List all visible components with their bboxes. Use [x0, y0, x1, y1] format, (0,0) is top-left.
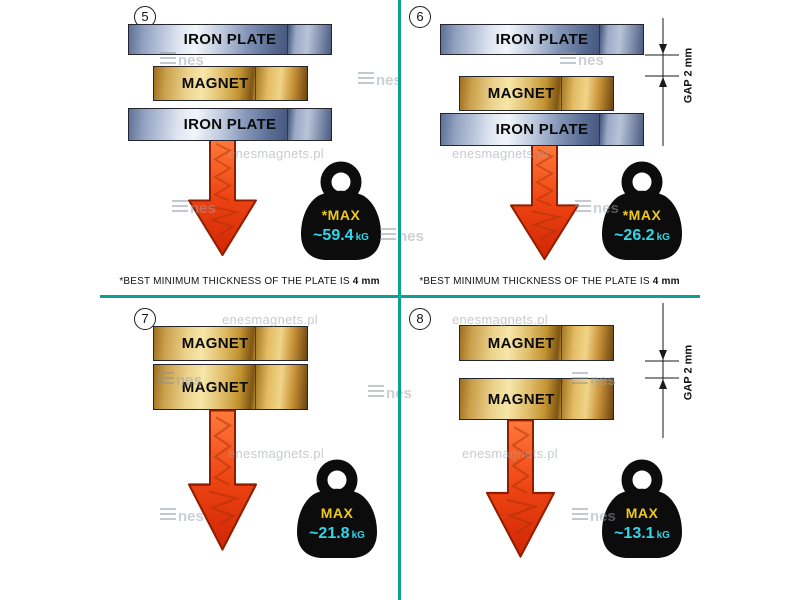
- watermark-site: enesmagnets.pl: [452, 146, 548, 161]
- enes-e-icon: [160, 52, 176, 67]
- pull-arrow-icon: [188, 409, 257, 551]
- note-text: *BEST MINIMUM THICKNESS OF THE PLATE IS: [419, 276, 650, 287]
- magnet-bar: MAGNET: [153, 326, 308, 361]
- max-label: *MAX: [622, 207, 662, 223]
- magnet-label: MAGNET: [181, 335, 249, 352]
- enes-e-icon: [560, 52, 576, 67]
- watermark-logo: nes: [368, 385, 412, 401]
- kettlebell-shape: [602, 161, 682, 260]
- watermark-site: enesmagnets.pl: [452, 312, 548, 327]
- note-bold: 4 mm: [652, 276, 680, 287]
- gap-label: GAP 2 mm: [682, 47, 695, 104]
- gap-dimension: [645, 303, 679, 438]
- panel-number: 7: [134, 308, 156, 330]
- max-label: MAX: [625, 505, 659, 521]
- magnet-bar: MAGNET: [153, 66, 308, 101]
- note-text: *BEST MINIMUM THICKNESS OF THE PLATE IS: [119, 276, 350, 287]
- magnet-bar: MAGNET: [153, 364, 308, 410]
- kettlebell-shape: [297, 459, 377, 558]
- weight-unit: kG: [656, 530, 670, 541]
- watermark-logo: nes: [572, 508, 616, 524]
- kettlebell-shape: [301, 161, 381, 260]
- magnet-label: MAGNET: [487, 390, 555, 408]
- divider-vertical: [398, 0, 401, 600]
- panel-number: 6: [409, 6, 431, 28]
- kettlebell-shape: [602, 459, 682, 558]
- watermark-site: enesmagnets.pl: [222, 312, 318, 327]
- watermark-logo: nes: [575, 200, 619, 216]
- enes-e-icon: [160, 508, 176, 523]
- iron-plate-label: IRON PLATE: [495, 31, 589, 48]
- weight-unit: kG: [656, 232, 670, 243]
- iron-plate-bar: IRON PLATE: [128, 24, 332, 55]
- gap-dimension: [645, 18, 679, 146]
- watermark-logo: nes: [380, 228, 424, 244]
- max-label: MAX: [320, 505, 354, 521]
- note-bold: 4 mm: [352, 276, 380, 287]
- magnet-bar: MAGNET: [459, 76, 614, 111]
- watermark-logo: nes: [160, 508, 204, 524]
- weight-number: ~26.2: [614, 227, 655, 244]
- enes-e-icon: [368, 385, 384, 400]
- weight-number: ~59.4: [313, 227, 354, 244]
- gap-label: GAP 2 mm: [682, 344, 695, 401]
- iron-plate-bar: IRON PLATE: [440, 113, 644, 146]
- watermark-logo: nes: [172, 200, 216, 216]
- enes-e-icon: [358, 72, 374, 87]
- magnet-label: MAGNET: [487, 334, 555, 352]
- watermark-logo: nes: [160, 52, 204, 68]
- magnet-bar: MAGNET: [459, 378, 614, 420]
- magnet-label: MAGNET: [487, 85, 555, 102]
- magnet-label: MAGNET: [181, 378, 249, 396]
- iron-plate-bar: IRON PLATE: [128, 108, 332, 141]
- enes-e-icon: [575, 200, 591, 215]
- weight-number: ~21.8: [309, 525, 350, 542]
- panel-6: 6 IRON PLATE MAGNET IRON PLATE GAP 2 mm: [399, 0, 700, 296]
- watermark-logo: nes: [560, 52, 604, 68]
- enes-e-icon: [572, 508, 588, 523]
- max-label: *MAX: [321, 207, 361, 223]
- pull-arrow-icon: [188, 136, 257, 257]
- divider-horizontal: [100, 295, 700, 298]
- magnet-bar: MAGNET: [459, 325, 614, 361]
- pull-arrow-icon: [510, 142, 579, 261]
- enes-e-icon: [380, 228, 396, 243]
- iron-plate-label: IRON PLATE: [183, 116, 277, 133]
- watermark-site: enesmagnets.pl: [462, 446, 558, 461]
- pull-arrow-icon: [486, 419, 555, 558]
- watermark-logo: nes: [358, 72, 402, 88]
- watermark-site: enesmagnets.pl: [228, 146, 324, 161]
- watermark-logo: nes: [158, 372, 202, 388]
- enes-e-icon: [572, 372, 588, 387]
- weight-unit: kG: [355, 232, 369, 243]
- iron-plate-label: IRON PLATE: [495, 121, 589, 138]
- weight-unit: kG: [351, 530, 365, 541]
- enes-e-icon: [172, 200, 188, 215]
- magnet-label: MAGNET: [181, 75, 249, 92]
- weight-number: ~13.1: [614, 525, 655, 542]
- iron-plate-label: IRON PLATE: [183, 31, 277, 48]
- watermark-logo: nes: [572, 372, 616, 388]
- iron-plate-bar: IRON PLATE: [440, 24, 644, 55]
- watermark-site: enesmagnets.pl: [228, 446, 324, 461]
- panel-5: 5 IRON PLATE MAGNET IRON PLATE *MAX ~59.…: [100, 0, 399, 296]
- panel-number: 8: [409, 308, 431, 330]
- enes-e-icon: [158, 372, 174, 387]
